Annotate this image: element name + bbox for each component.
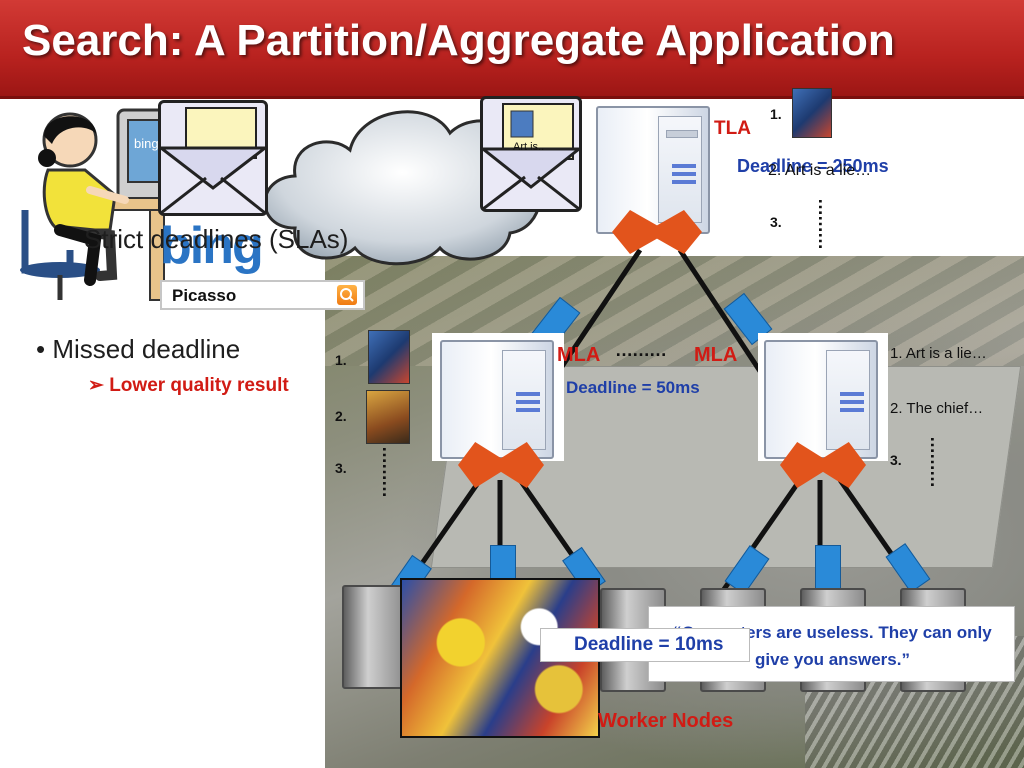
- envelope-icon: [158, 100, 268, 216]
- svg-text:bing: bing: [134, 136, 159, 151]
- mla-left-label: MLA: [557, 344, 601, 366]
- arrow-bullet-icon: ➢: [88, 375, 110, 396]
- bullet-missed-deadline: • Missed deadline: [36, 334, 241, 364]
- mla-right-result-1: 1. Art is a lie…: [890, 345, 987, 362]
- server-stripe: [516, 392, 540, 396]
- worker-deadline-box: Deadline = 10ms: [540, 628, 750, 662]
- bullet-strict-deadlines: Strict deadlines (SLAs): [84, 224, 349, 254]
- mla-right-server-icon: [764, 340, 878, 459]
- mla-left-result-1: 1.: [335, 352, 347, 368]
- quote-box: “Computers are useless. They can only gi…: [648, 606, 1015, 682]
- mla-deadline: Deadline = 50ms: [566, 378, 700, 397]
- server-face: [826, 350, 870, 450]
- server-stripe: [840, 392, 864, 396]
- bullet-missed-deadline-text: Missed deadline: [52, 334, 241, 364]
- tla-server-icon: [596, 106, 710, 234]
- search-box[interactable]: Picasso: [160, 280, 365, 310]
- envelope-flap: [161, 107, 265, 213]
- search-icon[interactable]: [337, 285, 357, 305]
- mla-right-result-3: 3.: [890, 452, 902, 468]
- magnifier-glyph: [340, 288, 354, 302]
- sub-bullet-lower-quality: ➢ Lower quality result: [88, 374, 289, 397]
- title-bar: Search: A Partition/Aggregate Applicatio…: [0, 0, 1024, 99]
- link-connector: [815, 545, 841, 593]
- picasso-painting-icon: [368, 330, 410, 384]
- worker-nodes-label: Worker Nodes: [598, 710, 734, 732]
- sub-bullet-text: Lower quality result: [109, 375, 289, 396]
- user-at-computer-icon: bing: [20, 108, 196, 301]
- tla-result-ellipsis: ………: [815, 198, 835, 249]
- server-slot: [666, 130, 698, 138]
- tla-label: TLA: [714, 118, 751, 139]
- tla-result-3: 3.: [770, 214, 782, 230]
- picasso-painting-icon: [792, 88, 832, 138]
- mla-dots: ………: [615, 340, 667, 360]
- tla-result-1: 1.: [770, 106, 782, 122]
- tla-deadline: Deadline = 250ms: [737, 156, 889, 176]
- search-input[interactable]: Picasso: [172, 286, 237, 305]
- mla-right-label: MLA: [694, 344, 738, 366]
- worker-deadline: Deadline = 10ms: [574, 634, 724, 655]
- server-stripe: [840, 400, 864, 404]
- server-stripe: [672, 172, 696, 176]
- envelope-text: Art is..: [513, 141, 545, 153]
- slide-title: Search: A Partition/Aggregate Applicatio…: [22, 16, 895, 65]
- mla-right-ellipsis: ………: [927, 436, 947, 487]
- server-stripe: [672, 164, 696, 168]
- server-stripe: [672, 180, 696, 184]
- mla-right-result-2: 2. The chief…: [890, 400, 984, 417]
- picasso-painting-icon: [366, 390, 410, 444]
- server-stripe: [516, 408, 540, 412]
- server-stripe: [516, 400, 540, 404]
- quote-text: “Computers are useless. They can only gi…: [673, 623, 992, 669]
- mla-left-result-2: 2.: [335, 408, 347, 424]
- mla-left-server-icon: [440, 340, 554, 459]
- mla-left-result-3: 3.: [335, 460, 347, 476]
- mla-left-ellipsis: ………: [379, 446, 399, 497]
- envelope-flap: [483, 103, 579, 209]
- server-face: [502, 350, 546, 450]
- bing-logo: bing: [160, 217, 264, 275]
- tla-result-2: 2. Art is a lie…: [768, 162, 872, 179]
- worker-server-icon: [342, 585, 406, 689]
- server-stripe: [840, 408, 864, 412]
- envelope-icon: Art is..: [480, 96, 582, 212]
